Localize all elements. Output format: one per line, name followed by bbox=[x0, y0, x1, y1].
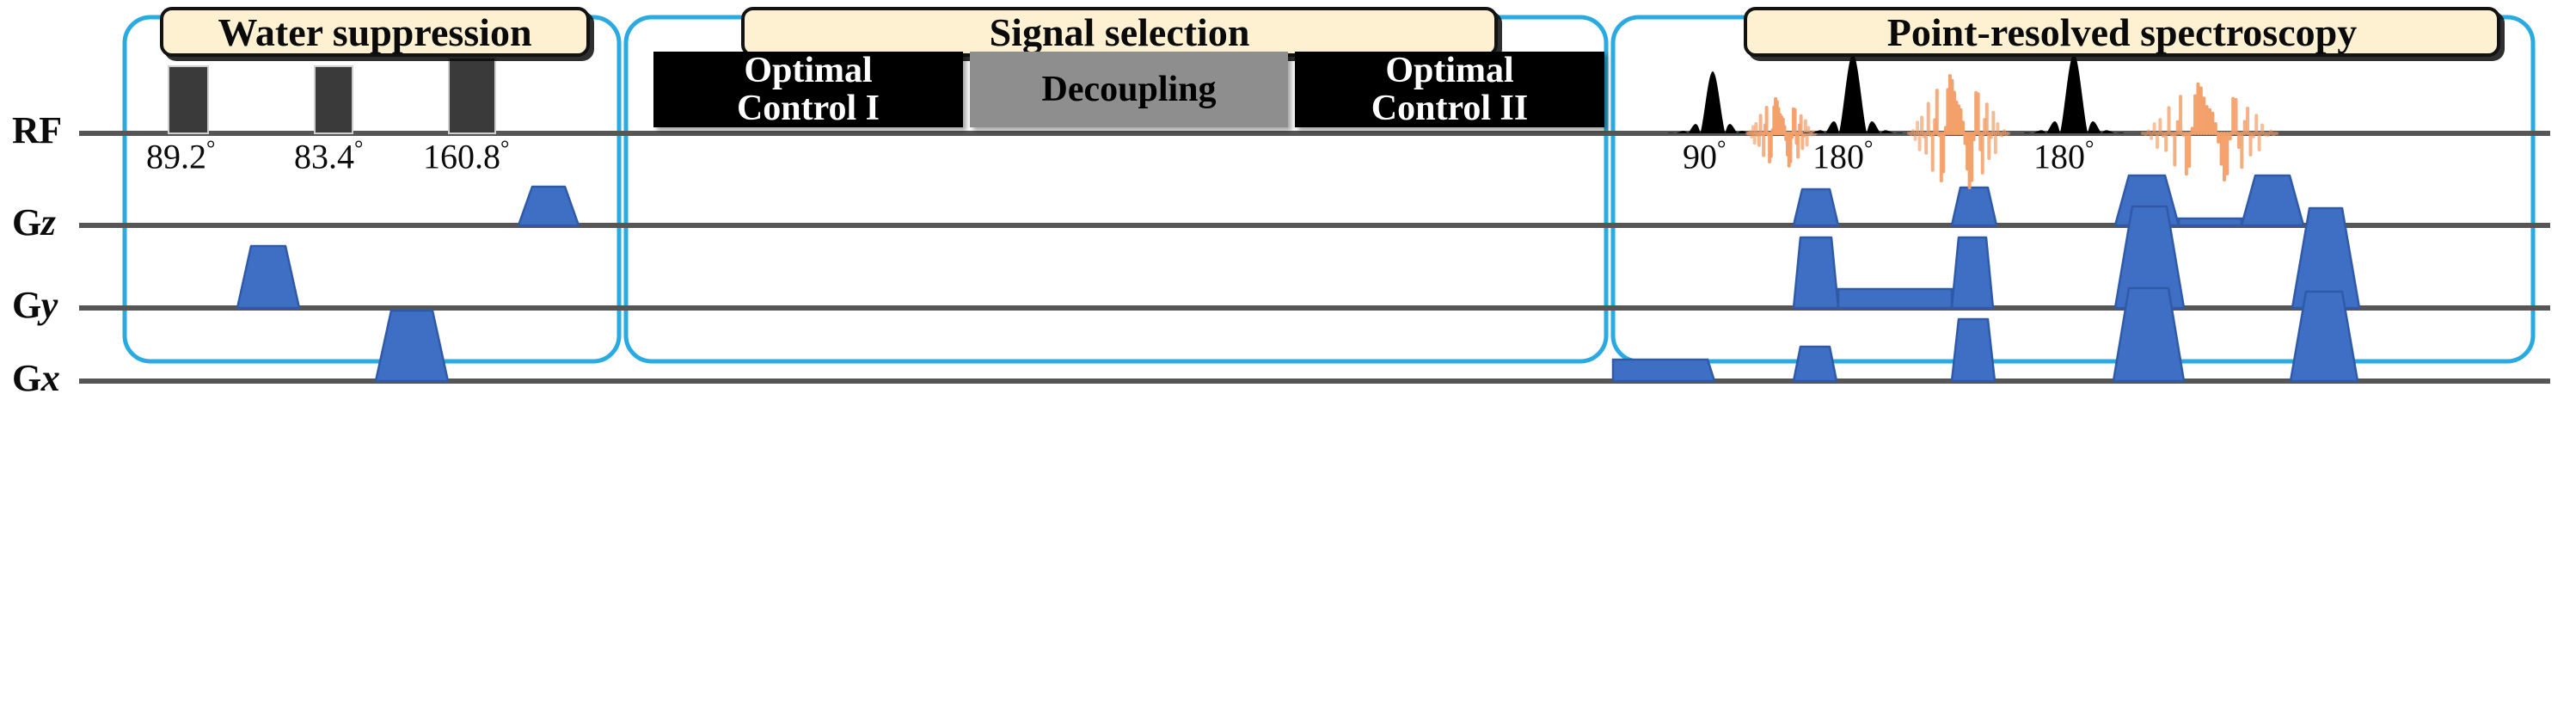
press-gradient-gy-plateau bbox=[1837, 287, 1953, 310]
phase-banner-water-suppression: Water suppression bbox=[160, 7, 590, 57]
rf-block-1 bbox=[168, 65, 209, 134]
phase-title-water-suppression: Water suppression bbox=[218, 9, 532, 54]
press-gradient-gx-1 bbox=[1792, 345, 1838, 383]
flip-angle-label-180-a: 180° bbox=[1812, 136, 1874, 176]
flip-angle-label-180-b: 180° bbox=[2033, 136, 2095, 176]
rf-block-2 bbox=[314, 65, 353, 134]
press-gradient-gx-4 bbox=[2289, 290, 2359, 383]
block-line: Control II bbox=[1371, 89, 1529, 128]
press-rf-chirp-3 bbox=[2141, 82, 2279, 182]
press-rf-sinc-90 bbox=[1668, 71, 1757, 133]
press-gradient-gy-2 bbox=[1950, 236, 1995, 310]
flip-angle-label-3: 160.8° bbox=[423, 136, 510, 176]
press-gradient-gz-2 bbox=[1950, 186, 1998, 227]
block-line: Optimal bbox=[744, 50, 873, 90]
press-rf-sinc-180-b bbox=[2024, 54, 2124, 133]
ws-gradient-gx-3 bbox=[374, 309, 450, 383]
press-rf-chirp-1 bbox=[1745, 96, 1818, 168]
flip-angle-label-90: 90° bbox=[1683, 136, 1727, 176]
press-rf-sinc-180-a bbox=[1803, 54, 1903, 133]
press-gradient-gx-0 bbox=[1611, 358, 1716, 383]
rf-block-3 bbox=[448, 57, 496, 134]
flip-angle-label-1: 89.2° bbox=[146, 136, 216, 176]
flip-angle-label-2: 83.4° bbox=[294, 136, 364, 176]
phase-banner-signal-selection: Signal selection bbox=[741, 7, 1498, 57]
press-gradient-gy-1 bbox=[1792, 236, 1840, 310]
phase-title-signal-selection: Signal selection bbox=[989, 9, 1250, 54]
press-gradient-gz-1 bbox=[1792, 188, 1840, 227]
press-rf-chirp-2 bbox=[1907, 74, 2010, 189]
block-line: Control I bbox=[736, 89, 880, 128]
press-gradient-gz-4 bbox=[2240, 174, 2305, 227]
axis-label-gy: Gy bbox=[12, 284, 58, 326]
block-optimal-control-2: Optimal Control II bbox=[1295, 52, 1604, 127]
phase-banner-point-resolved-spectroscopy: Point-resolved spectroscopy bbox=[1744, 7, 2500, 57]
axis-label-gx: Gx bbox=[12, 357, 60, 399]
press-gradient-gz-plateau bbox=[2177, 217, 2243, 227]
axis-label-gz: Gz bbox=[12, 201, 56, 243]
ws-gradient-gz-1 bbox=[517, 185, 580, 227]
block-optimal-control-1: Optimal Control I bbox=[653, 52, 963, 127]
block-line: Optimal bbox=[1385, 50, 1514, 90]
waveforms bbox=[168, 54, 2361, 383]
block-line: Decoupling bbox=[1041, 69, 1217, 109]
phase-title-point-resolved-spectroscopy: Point-resolved spectroscopy bbox=[1886, 9, 2358, 54]
press-gradient-gx-2 bbox=[1950, 317, 1996, 383]
block-decoupling: Decoupling bbox=[970, 52, 1288, 127]
ws-gradient-gy-2 bbox=[236, 244, 301, 310]
press-gradient-gx-3 bbox=[2112, 286, 2186, 383]
axis-label-rf: RF bbox=[12, 109, 62, 151]
